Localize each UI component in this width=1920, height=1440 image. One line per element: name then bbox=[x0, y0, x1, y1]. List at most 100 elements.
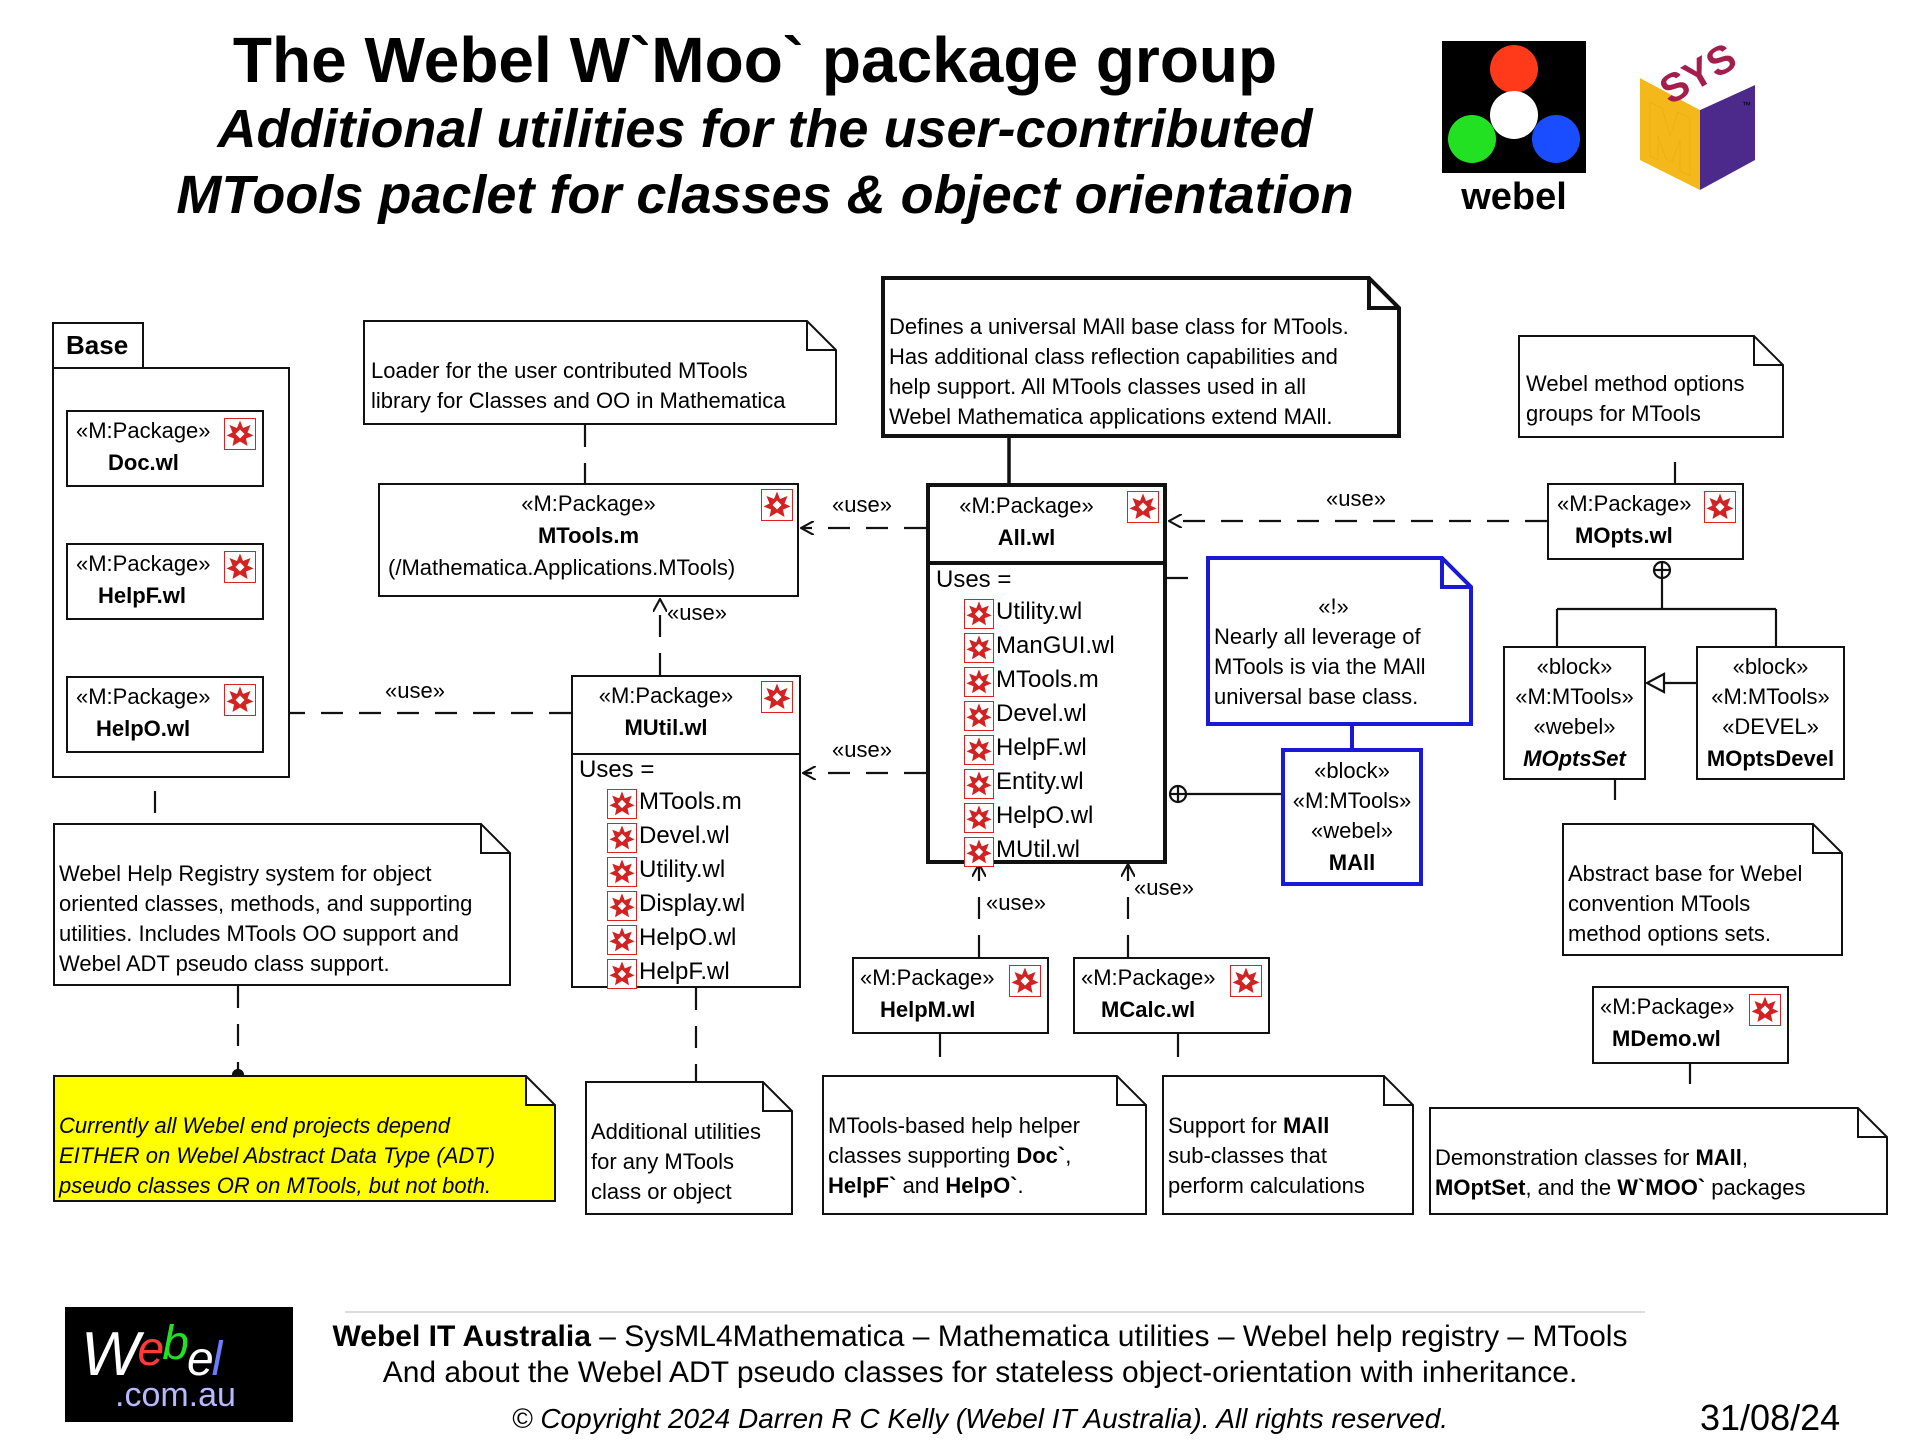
note-text: for any MTools bbox=[591, 1149, 735, 1174]
note-text: class or object bbox=[591, 1179, 732, 1204]
mathematica-icon bbox=[761, 681, 793, 713]
base-package-label: Base bbox=[66, 330, 129, 360]
block-mall[interactable]: «block» «M:MTools» «webel» MAll bbox=[1281, 748, 1423, 886]
footer-line-1: Webel IT Australia – SysML4Mathematica –… bbox=[250, 1318, 1710, 1356]
package-helpm-wl[interactable]: «M:Package» HelpM.wl bbox=[852, 957, 1049, 1034]
block-stereotype: «M:MTools» bbox=[1515, 684, 1634, 709]
note-text-bold: Doc` bbox=[1016, 1143, 1066, 1168]
uses-item[interactable]: Display.wl bbox=[607, 887, 799, 921]
note-text: Demonstration classes for MAll, bbox=[1435, 1143, 1888, 1173]
package-helpo[interactable]: «M:Package» HelpO.wl bbox=[66, 676, 264, 753]
package-stereotype: «M:Package» bbox=[1081, 965, 1216, 990]
note-text-part: , and the bbox=[1525, 1175, 1618, 1200]
package-stereotype: «M:Package» bbox=[860, 965, 995, 990]
use-label: «use» bbox=[667, 600, 727, 625]
uses-item[interactable]: MUtil.wl bbox=[964, 833, 1163, 867]
package-stereotype: «M:Package» bbox=[598, 683, 734, 708]
package-name: Doc.wl bbox=[108, 450, 179, 475]
mathematica-icon bbox=[224, 684, 256, 716]
use-label: «use» bbox=[1134, 875, 1194, 900]
note-text: library for Classes and OO in Mathematic… bbox=[371, 388, 786, 413]
block-stereotype: «DEVEL» bbox=[1722, 714, 1819, 739]
uses-item[interactable]: HelpO.wl bbox=[607, 921, 799, 955]
note-text: oriented classes, methods, and supportin… bbox=[59, 891, 473, 916]
uses-item[interactable]: HelpF.wl bbox=[607, 955, 799, 989]
package-mdemo-wl[interactable]: «M:Package» MDemo.wl bbox=[1592, 986, 1789, 1064]
note-text-bold: W`MOO` bbox=[1617, 1175, 1706, 1200]
package-name: MUtil.wl bbox=[624, 715, 708, 740]
note-text-part: classes supporting bbox=[828, 1143, 1017, 1168]
uses-item[interactable]: ManGUI.wl bbox=[964, 629, 1163, 663]
package-stereotype: «M:Package» bbox=[76, 551, 211, 576]
uses-item-name: Display.wl bbox=[639, 890, 746, 917]
mathematica-icon bbox=[964, 837, 994, 867]
uses-item[interactable]: Devel.wl bbox=[964, 697, 1163, 731]
note-text-part: . bbox=[1017, 1173, 1024, 1198]
uses-item[interactable]: Utility.wl bbox=[607, 853, 799, 887]
use-label: «use» bbox=[385, 678, 445, 703]
mathematica-icon bbox=[964, 599, 994, 629]
use-label: «use» bbox=[986, 890, 1046, 915]
mathematica-icon bbox=[607, 959, 637, 989]
block-moptsset[interactable]: «block» «M:MTools» «webel» MOptsSet bbox=[1503, 646, 1646, 780]
mathematica-icon bbox=[607, 891, 637, 921]
note-text: sub-classes that bbox=[1168, 1143, 1327, 1168]
package-name: MDemo.wl bbox=[1612, 1026, 1721, 1051]
package-stereotype: «M:Package» bbox=[1600, 994, 1735, 1019]
uses-item[interactable]: MTools.m bbox=[964, 663, 1163, 697]
package-doc[interactable]: «M:Package» Doc.wl bbox=[66, 410, 264, 487]
mathematica-icon bbox=[964, 735, 994, 765]
note-text: Webel Help Registry system for object bbox=[59, 861, 432, 886]
note-loader: Loader for the user contributed MTools l… bbox=[363, 320, 837, 425]
package-mopts-wl[interactable]: «M:Package» MOpts.wl bbox=[1547, 483, 1744, 560]
logo-domain: .com.au bbox=[115, 1376, 236, 1414]
note-text-part: , bbox=[1065, 1143, 1072, 1168]
uses-item[interactable]: Devel.wl bbox=[607, 819, 799, 853]
mathematica-icon bbox=[1749, 994, 1781, 1026]
page-subtitle-line-1: Additional utilities for the user-contri… bbox=[217, 99, 1313, 159]
footer-copyright: © Copyright 2024 Darren R C Kelly (Webel… bbox=[511, 1403, 1449, 1434]
mathematica-icon bbox=[1230, 965, 1262, 997]
mathematica-icon bbox=[607, 789, 637, 819]
use-label: «use» bbox=[832, 737, 892, 762]
uses-item[interactable]: HelpF.wl bbox=[964, 731, 1163, 765]
note-text: EITHER on Webel Abstract Data Type (ADT) bbox=[59, 1143, 496, 1168]
uses-item-name: Entity.wl bbox=[996, 768, 1084, 795]
package-mcalc-wl[interactable]: «M:Package» MCalc.wl bbox=[1073, 957, 1270, 1034]
logo-letter: e bbox=[186, 1333, 214, 1386]
note-text: perform calculations bbox=[1168, 1173, 1365, 1198]
mathematica-icon bbox=[224, 551, 256, 583]
package-name: HelpF.wl bbox=[98, 583, 187, 608]
note-text-part: , bbox=[1741, 1145, 1749, 1170]
logo-green-circle bbox=[1448, 115, 1496, 163]
logo-blue-circle bbox=[1532, 115, 1580, 163]
uses-item[interactable]: Utility.wl bbox=[964, 595, 1163, 629]
block-stereotype: «M:MTools» bbox=[1292, 788, 1412, 813]
note-text: classes supporting Doc`, bbox=[828, 1141, 1147, 1171]
block-name: MOptsSet bbox=[1523, 746, 1626, 771]
note-help-registry: Webel Help Registry system for object or… bbox=[53, 823, 511, 986]
package-helpf[interactable]: «M:Package» HelpF.wl bbox=[66, 543, 264, 620]
package-mtools-m[interactable]: «M:Package» MTools.m (/Mathematica.Appli… bbox=[378, 483, 799, 597]
logo-letter: W bbox=[81, 1320, 140, 1389]
block-moptsdevel[interactable]: «block» «M:MTools» «DEVEL» MOptsDevel bbox=[1696, 646, 1845, 780]
block-stereotype: «webel» bbox=[1533, 714, 1616, 739]
webel-com-au-logo: Webel .com.au bbox=[65, 1307, 293, 1422]
mathematica-icon bbox=[761, 489, 793, 521]
block-stereotype: «M:MTools» bbox=[1711, 684, 1830, 709]
note-text: universal base class. bbox=[1214, 684, 1419, 709]
uses-item[interactable]: Entity.wl bbox=[964, 765, 1163, 799]
package-stereotype: «M:Package» bbox=[1557, 491, 1692, 516]
footer-line-2: And about the Webel ADT pseudo classes f… bbox=[382, 1356, 1578, 1389]
mathematica-icon bbox=[964, 803, 994, 833]
uses-item-name: Devel.wl bbox=[996, 700, 1087, 727]
note-text-bold: HelpF` bbox=[828, 1173, 897, 1198]
uses-item-name: Devel.wl bbox=[639, 822, 730, 849]
uses-item[interactable]: HelpO.wl bbox=[964, 799, 1163, 833]
note-text-part: Demonstration classes for bbox=[1435, 1145, 1696, 1170]
uses-item[interactable]: MTools.m bbox=[607, 785, 799, 819]
note-text-bold: MAll bbox=[1695, 1145, 1742, 1170]
note-abstract-base: Abstract base for Webel convention MTool… bbox=[1562, 823, 1843, 956]
